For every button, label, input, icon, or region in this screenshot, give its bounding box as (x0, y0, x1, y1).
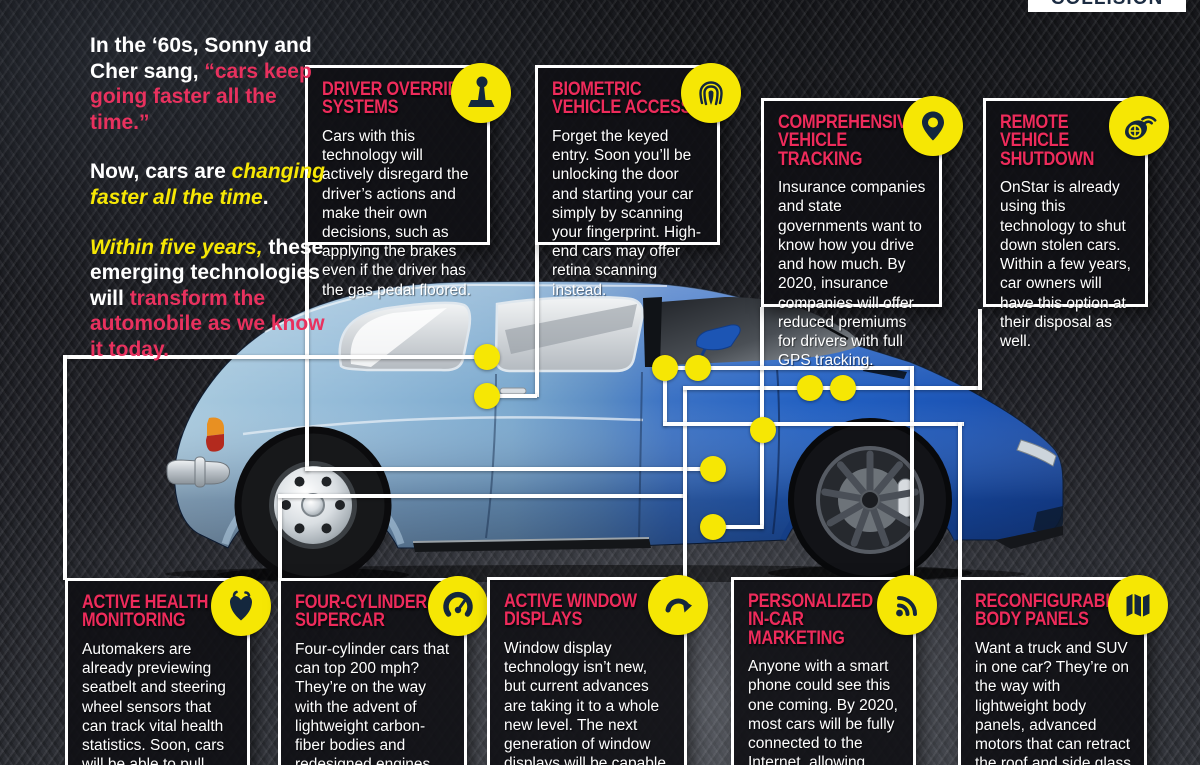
callout-title: PERSONALIZED IN-CAR MARKETING (748, 591, 873, 649)
callout-title: RECONFIGURABLE BODY PANELS (975, 591, 1126, 631)
intro-paragraph-3: Within five years, these emerging techno… (90, 235, 332, 363)
connector-line (713, 525, 763, 529)
connector-line (487, 394, 537, 398)
marker-dot (750, 417, 776, 443)
connector-line (278, 494, 687, 498)
callout-title: REMOTE VEHICLE SHUTDOWN (1000, 112, 1095, 170)
intro-seg4: changing faster all the time (90, 160, 325, 210)
callout-active-health-monitoring: ACTIVE HEALTH MONITORING Automakers are … (65, 576, 271, 765)
callout-title: ACTIVE HEALTH MONITORING (82, 592, 209, 632)
callout-body: Want a truck and SUV in one car? They’re… (975, 639, 1131, 765)
beetle-tail-light (206, 417, 224, 452)
beetle-wheel (234, 426, 392, 582)
marker-dot (474, 383, 500, 409)
marker-dot (652, 355, 678, 381)
connector-line (63, 355, 489, 359)
callout-title: BIOMETRIC VEHICLE ACCESS (552, 79, 692, 119)
connector-line (63, 355, 67, 580)
marker-dot (685, 355, 711, 381)
connector-line (663, 366, 667, 426)
intro-seg5: Within five years, (90, 235, 269, 259)
connector-line (535, 245, 539, 397)
callout-body: Cars with this technology will actively … (322, 127, 472, 299)
connector-line (910, 366, 914, 579)
map-pin-icon (903, 96, 963, 156)
callout-four-cylinder-supercar: FOUR-CYLINDER SUPERCAR Four-cylinder car… (278, 576, 488, 765)
callout-biometric-vehicle-access: BIOMETRIC VEHICLE ACCESS Forget the keye… (535, 63, 741, 299)
supercar-wheel (788, 418, 952, 582)
marker-dot (700, 514, 726, 540)
key-fob-signal-icon (1109, 96, 1169, 156)
marker-dot (474, 344, 500, 370)
intro-text: In the ‘60s, Sonny and Cher sang, “cars … (90, 33, 332, 387)
intro-seg3: Now, cars are (90, 160, 232, 184)
intro-paragraph-1: In the ‘60s, Sonny and Cher sang, “cars … (90, 33, 332, 135)
beetle-quarter-window (338, 301, 472, 372)
marker-dot (700, 456, 726, 482)
intro-seg1: In the ‘60s, Sonny and Cher sang, (90, 34, 312, 83)
connector-line (958, 422, 962, 579)
wireless-signal-icon (877, 575, 937, 635)
intro-seg2: “cars keep going faster all the time.” (90, 59, 312, 134)
connector-line (305, 467, 717, 471)
callout-body: Automakers are already previewing seatbe… (82, 640, 226, 765)
intro-paragraph-2: Now, cars are changing faster all the ti… (90, 159, 332, 210)
callout-title: DRIVER OVERRIDE SYSTEMS (322, 79, 470, 119)
speedometer-icon (428, 576, 488, 636)
connector-line (278, 494, 282, 580)
beetle-running-board (412, 537, 651, 552)
intro-seg6: these emerging technologies will (90, 235, 324, 310)
callout-title: ACTIVE WINDOW DISPLAYS (504, 591, 637, 631)
beetle-rear-bumper (166, 456, 230, 488)
callout-active-window-displays: ACTIVE WINDOW DISPLAYS Window display te… (487, 575, 708, 765)
callout-body: Anyone with a smart phone could see this… (748, 658, 898, 765)
beetle-door-window (494, 295, 644, 373)
callout-personalized-in-car-marketing: PERSONALIZED IN-CAR MARKETING Anyone wit… (731, 575, 937, 765)
intro-seg7: transform the automobile as we know it t… (90, 286, 325, 362)
callout-body: Forget the keyed entry. Soon you’ll be u… (552, 127, 702, 299)
callout-title: COMPREHENSIVE VEHICLE TRACKING (778, 112, 919, 170)
connector-line (978, 309, 982, 390)
callout-remote-vehicle-shutdown: REMOTE VEHICLE SHUTDOWN OnStar is alread… (983, 96, 1169, 350)
gear-shifter-icon (451, 63, 511, 123)
callout-body: Four-cylinder cars that can top 200 mph?… (295, 640, 450, 765)
connector-line (663, 366, 914, 370)
curved-arrow-icon (648, 575, 708, 635)
callout-body: Window display technology isn’t new, but… (504, 639, 666, 765)
fingerprint-icon (681, 63, 741, 123)
callout-comprehensive-vehicle-tracking: COMPREHENSIVE VEHICLE TRACKING Insurance… (761, 96, 963, 369)
callout-body: OnStar is already using this technology … (1000, 179, 1131, 351)
intro-seg4-end: . (262, 186, 269, 210)
marker-dot (797, 375, 823, 401)
car-illustration (165, 280, 1064, 582)
callout-body: Insurance companies and state government… (778, 179, 926, 370)
callout-driver-override-systems: DRIVER OVERRIDE SYSTEMS Cars with this t… (305, 63, 511, 299)
connector-line (683, 386, 687, 579)
callout-title: FOUR-CYLINDER SUPERCAR (295, 592, 427, 632)
folded-panels-icon (1108, 575, 1168, 635)
collision-logo: COLLISION (1028, 0, 1186, 12)
marker-dot (830, 375, 856, 401)
connector-line (663, 422, 964, 426)
heart-icon (211, 576, 271, 636)
callout-reconfigurable-body-panels: RECONFIGURABLE BODY PANELS Want a truck … (958, 575, 1168, 765)
